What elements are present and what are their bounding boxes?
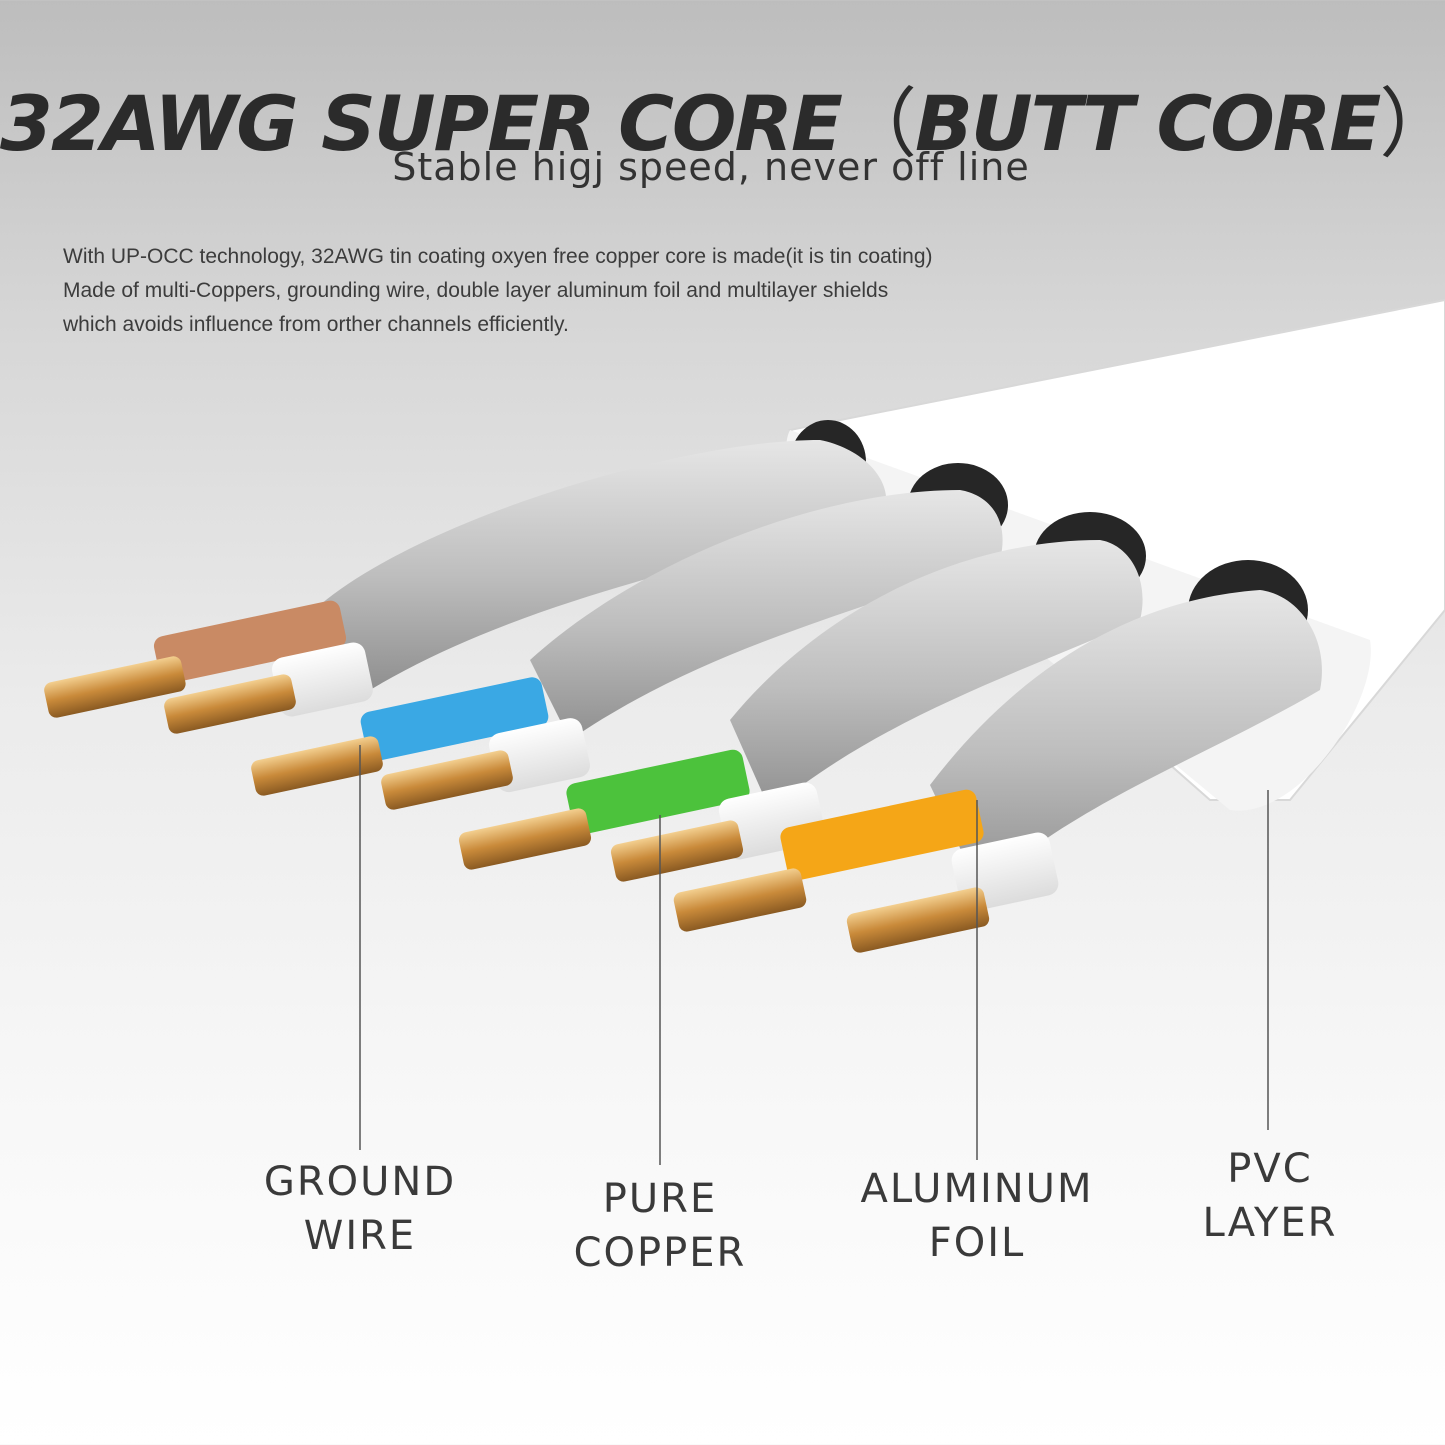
pair-jacket xyxy=(530,490,1003,740)
label-pure-copper: PURE COPPER xyxy=(540,1172,780,1280)
label-line: ALUMINUM xyxy=(860,1166,1094,1212)
copper-strand xyxy=(44,656,186,718)
label-line: LAYER xyxy=(1202,1200,1338,1246)
description-line: With UP-OCC technology, 32AWG tin coatin… xyxy=(63,245,933,268)
label-line: PURE xyxy=(602,1176,718,1222)
cable-pair-4 xyxy=(673,590,1322,953)
description-line: Made of multi-Coppers, grounding wire, d… xyxy=(63,279,889,302)
copper-strand xyxy=(164,674,296,734)
insulated-wire-white xyxy=(271,642,373,717)
insulated-wire-green xyxy=(566,749,750,835)
copper-strand xyxy=(673,868,807,932)
copper-strand xyxy=(251,736,383,796)
copper-strand xyxy=(846,887,990,953)
description: With UP-OCC technology, 32AWG tin coatin… xyxy=(63,240,1113,342)
title-main: 32AWG SUPER CORE xyxy=(0,79,843,168)
insulated-wire-orange xyxy=(780,789,984,881)
label-line: WIRE xyxy=(303,1213,417,1259)
label-aluminum-foil: ALUMINUM FOIL xyxy=(842,1162,1112,1270)
title-paren-close: ） xyxy=(1379,79,1445,168)
label-line: GROUND xyxy=(263,1159,457,1205)
description-line: which avoids influence from orther chann… xyxy=(63,313,569,336)
label-line: PVC xyxy=(1227,1146,1313,1192)
page-title: 32AWG SUPER CORE（BUTT CORE） xyxy=(0,62,1445,172)
label-line: FOIL xyxy=(928,1220,1026,1266)
cable-pair-1 xyxy=(44,440,887,734)
pair-jacket xyxy=(930,590,1322,890)
page-subtitle: Stable higj speed, never off line xyxy=(392,145,1030,189)
pair-jacket xyxy=(730,540,1143,810)
label-ground-wire: GROUND WIRE xyxy=(240,1155,480,1263)
title-paren-open: （ xyxy=(840,79,917,168)
insulated-wire-brown xyxy=(153,600,347,684)
copper-strand xyxy=(381,750,513,810)
copper-strand xyxy=(458,808,592,870)
label-line: COPPER xyxy=(573,1230,747,1276)
label-pvc-layer: PVC LAYER xyxy=(1160,1142,1380,1250)
insulated-wire-blue xyxy=(360,677,549,761)
copper-strand xyxy=(610,820,744,882)
insulated-wire-white xyxy=(489,718,590,793)
cable-pair-2 xyxy=(251,490,1003,810)
title-paren-text: BUTT CORE xyxy=(914,79,1381,168)
pair-jacket xyxy=(320,440,887,690)
